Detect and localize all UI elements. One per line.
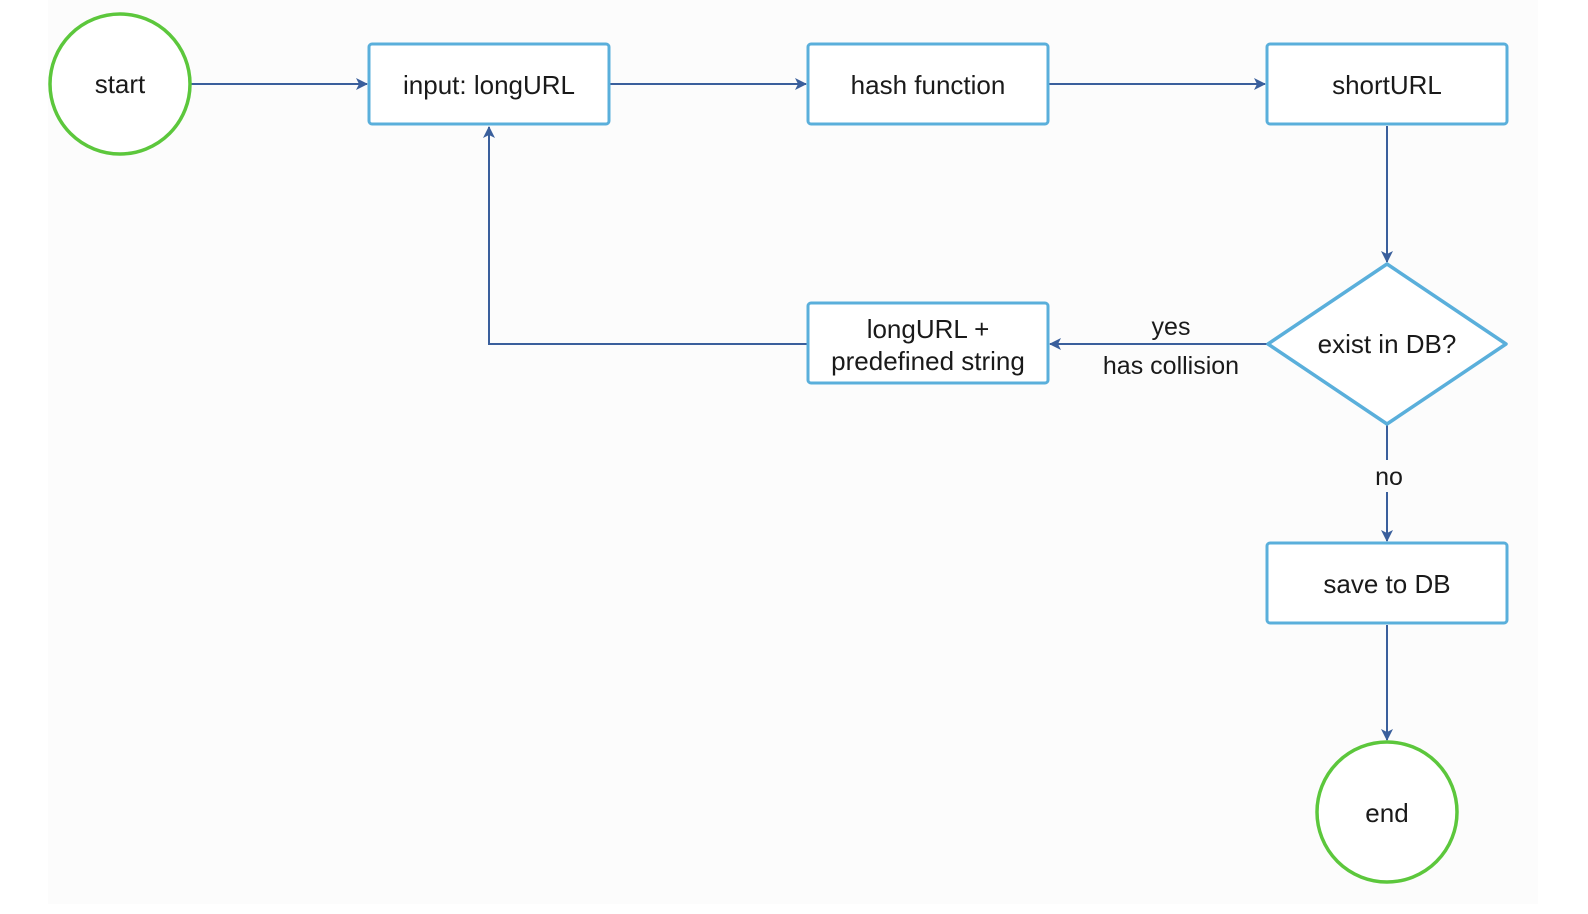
collision-label-line1: longURL +: [867, 314, 990, 344]
collision-label-line2: predefined string: [831, 346, 1025, 376]
start-circle: [48, 12, 192, 156]
end-circle: [1315, 740, 1459, 884]
input-label: input: longURL: [403, 70, 575, 100]
short-node: shortURL: [1265, 42, 1509, 126]
start-label: start: [95, 69, 146, 99]
end-node: end: [1315, 740, 1459, 884]
decision-diamond: [1266, 262, 1508, 426]
has-collision-label: has collision: [1103, 352, 1239, 380]
decision-label: exist in DB?: [1318, 329, 1457, 359]
save-label: save to DB: [1323, 569, 1450, 599]
hash-box: [806, 42, 1050, 126]
save-node: save to DB: [1265, 541, 1509, 625]
input-node: input: longURL: [367, 42, 611, 126]
no-label: no: [1375, 463, 1403, 491]
yes-label: yes: [1152, 313, 1191, 341]
save-box: [1265, 541, 1509, 625]
collision-node: longURL + predefined string: [806, 301, 1050, 385]
end-label: end: [1365, 798, 1408, 828]
start-node: start: [48, 12, 192, 156]
diagram-background: [48, 0, 1538, 904]
decision-node: exist in DB?: [1266, 262, 1508, 426]
edge-collision-to-input: [483, 126, 807, 345]
hash-label: hash function: [851, 70, 1006, 100]
input-box: [367, 42, 611, 126]
hash-node: hash function: [806, 42, 1050, 126]
collision-box: [806, 301, 1050, 385]
short-label: shortURL: [1332, 70, 1442, 100]
short-box: [1265, 42, 1509, 126]
